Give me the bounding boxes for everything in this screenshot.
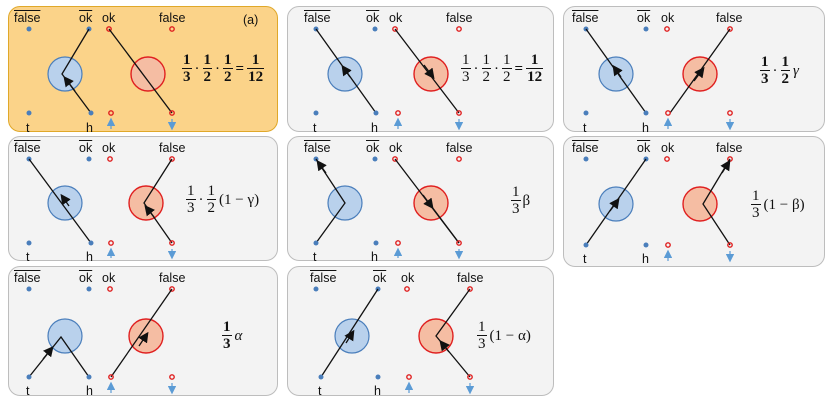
label-ok-bar: ok — [637, 141, 651, 155]
label-t: t — [318, 384, 322, 398]
panel-e-diagram — [313, 156, 464, 260]
panel-h-diagram — [313, 286, 475, 395]
panel-a-diagram — [26, 26, 177, 131]
label-h: h — [371, 250, 378, 264]
label-t: t — [313, 121, 317, 135]
label-ok-bar: ok — [637, 11, 651, 25]
label-h: h — [374, 384, 381, 398]
label-false: false — [159, 271, 186, 285]
label-false: false — [446, 11, 473, 25]
panel-g-diagram — [26, 286, 177, 395]
label-h: h — [371, 121, 378, 135]
label-ok-bar: ok — [373, 271, 387, 285]
panel-d-diagram — [26, 156, 177, 260]
panel-b-diagram — [313, 26, 464, 131]
label-false-bar: false — [14, 141, 41, 155]
label-t: t — [26, 250, 30, 264]
label-false-bar: false — [14, 271, 41, 285]
label-h: h — [86, 384, 93, 398]
panel-c-diagram — [583, 26, 735, 131]
label-false-bar: false — [304, 11, 331, 25]
label-h: h — [642, 252, 649, 266]
label-t: t — [583, 252, 587, 266]
panel-tag: (a) — [243, 13, 259, 27]
label-false-bar: false — [310, 271, 337, 285]
label-false-bar: false — [572, 11, 599, 25]
label-false-bar: false — [304, 141, 331, 155]
label-ok: ok — [661, 141, 675, 155]
label-t: t — [583, 121, 587, 135]
label-false: false — [159, 141, 186, 155]
label-ok: ok — [102, 11, 116, 25]
label-false-bar: false — [572, 141, 599, 155]
label-t: t — [26, 384, 30, 398]
label-ok: ok — [102, 271, 116, 285]
label-ok: ok — [102, 141, 116, 155]
label-false: false — [446, 141, 473, 155]
label-ok-bar: ok — [79, 141, 93, 155]
label-false: false — [159, 11, 186, 25]
label-t: t — [313, 250, 317, 264]
label-false: false — [716, 141, 743, 155]
label-h: h — [86, 121, 93, 135]
label-ok: ok — [389, 11, 403, 25]
label-false-bar: false — [14, 11, 41, 25]
label-ok: ok — [661, 11, 675, 25]
label-ok: ok — [401, 271, 415, 285]
label-ok-bar: ok — [366, 11, 380, 25]
panel-f-diagram — [583, 156, 735, 263]
label-false: false — [716, 11, 743, 25]
label-ok-bar: ok — [366, 141, 380, 155]
label-ok-bar: ok — [79, 271, 93, 285]
label-ok-bar: ok — [79, 11, 93, 25]
label-false: false — [457, 271, 484, 285]
label-h: h — [642, 121, 649, 135]
label-h: h — [86, 250, 93, 264]
label-ok: ok — [389, 141, 403, 155]
label-t: t — [26, 121, 30, 135]
